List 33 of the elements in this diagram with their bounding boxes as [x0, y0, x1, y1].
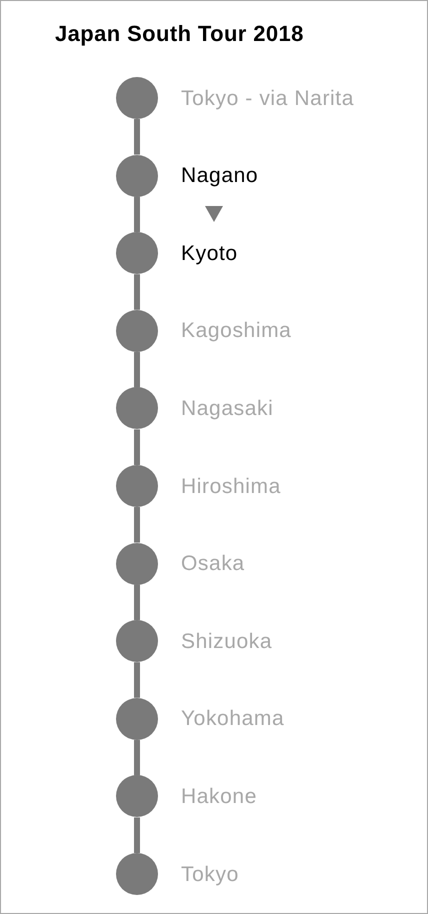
stop-circle — [116, 542, 158, 585]
route-line — [134, 429, 140, 465]
stop-circle — [116, 620, 158, 662]
stop-circle — [116, 853, 158, 895]
route-line — [134, 196, 140, 232]
stop-circle — [116, 77, 158, 119]
stop-circle — [116, 310, 158, 352]
stop-name: Tokyo — [181, 862, 239, 886]
route-line — [134, 507, 140, 543]
stop-name: Hakone — [181, 784, 257, 809]
stop-name: Hiroshima — [181, 474, 281, 498]
stop-circle — [116, 154, 158, 197]
route-line — [134, 817, 140, 853]
stop-name: Kagoshima — [181, 318, 292, 344]
stop-circle — [116, 698, 158, 740]
stop-name: Yokohama — [181, 706, 284, 732]
stop-name: Nagano — [181, 163, 258, 188]
route-line — [134, 119, 140, 155]
route-line — [134, 352, 140, 388]
stop-circle — [116, 775, 158, 818]
stop-name: Shizuoka — [181, 628, 272, 654]
route-line — [134, 274, 140, 310]
stop-name: Nagasaki — [181, 396, 274, 421]
route-line — [134, 740, 140, 776]
route-line — [134, 662, 140, 698]
stop-name: Kyoto — [181, 240, 238, 266]
stop-name: Osaka — [181, 551, 245, 576]
stop-circle — [116, 232, 158, 274]
diagram-title: Japan South Tour 2018 — [55, 21, 304, 47]
stop-name: Tokyo - via Narita — [181, 86, 354, 110]
route-line — [134, 584, 140, 620]
stop-circle — [116, 387, 158, 430]
stop-circle — [116, 465, 158, 507]
